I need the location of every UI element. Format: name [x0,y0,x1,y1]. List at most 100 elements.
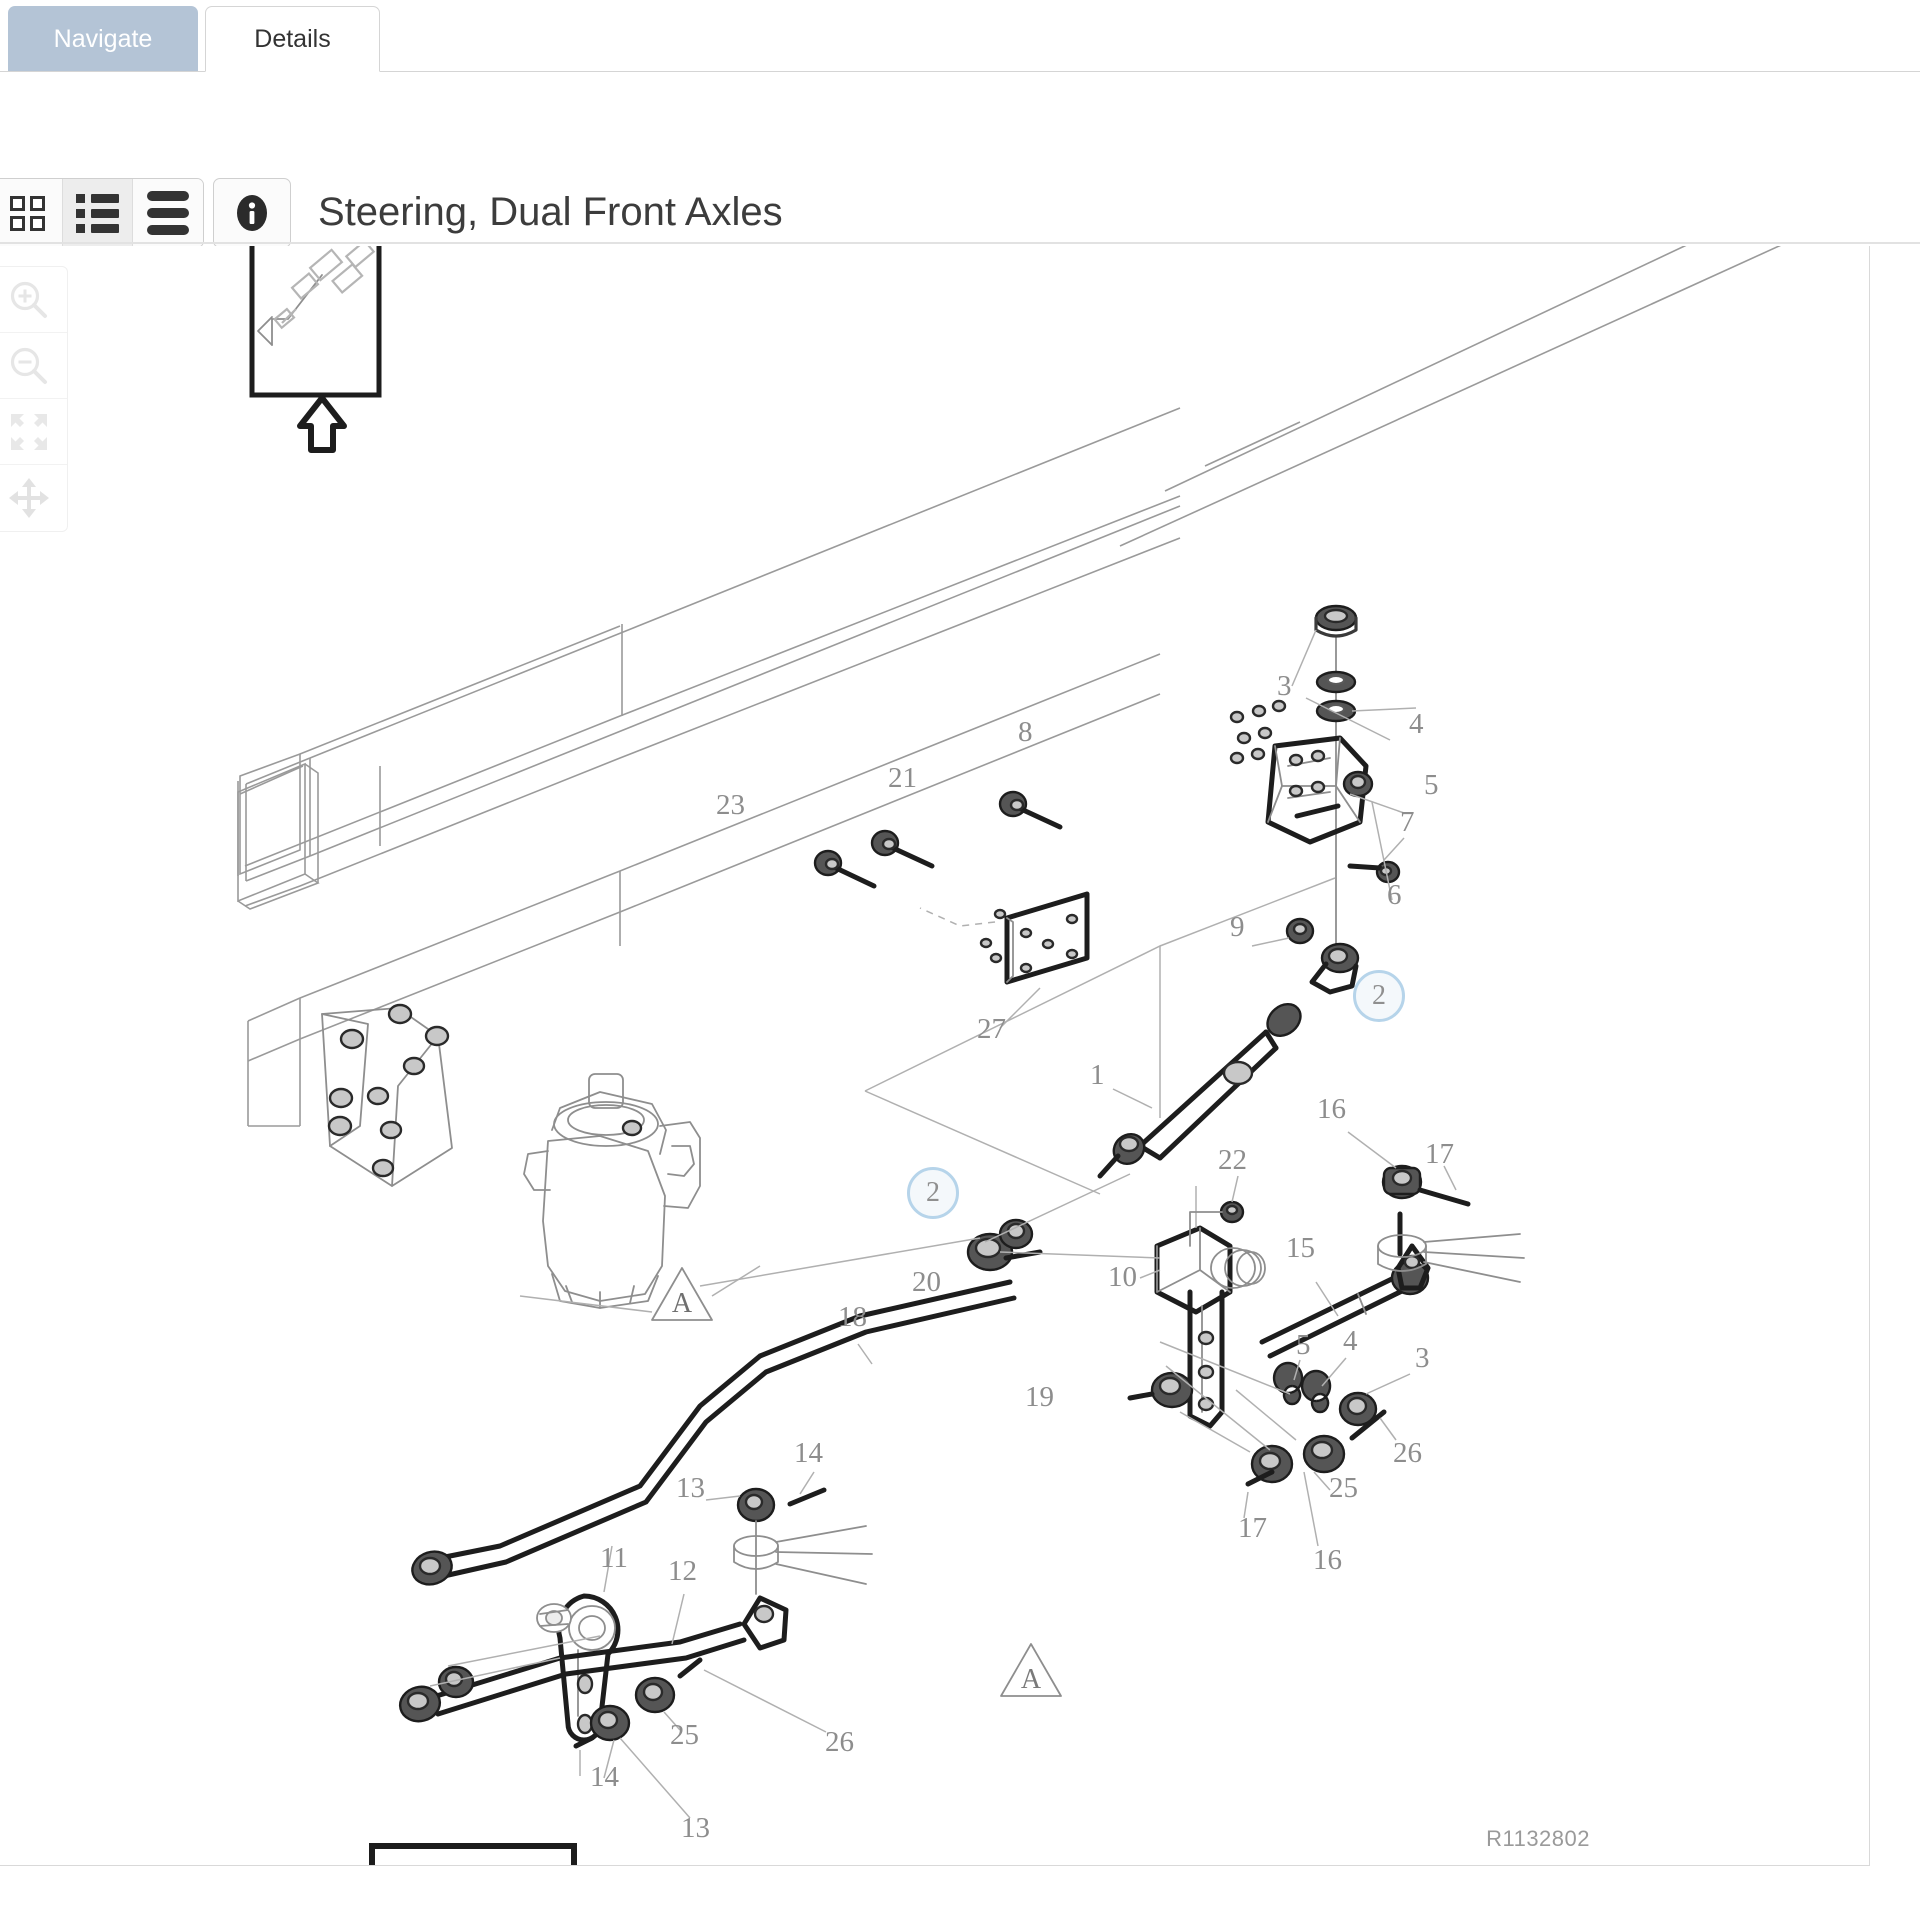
section-marker-a-lower: A [1000,1643,1062,1697]
callout-4-mid: 4 [1343,1325,1358,1357]
hardware-cluster-lower-right [1179,1389,1397,1547]
bubble-callout-2-lower[interactable]: 2 [907,1167,959,1219]
callout-20: 20 [912,1266,941,1298]
callout-21: 21 [888,762,917,794]
hardware-cluster-right [1272,1357,1411,1427]
zoom-out-button[interactable] [0,333,67,399]
detail-view-button[interactable] [133,179,203,247]
washer-4 [1315,670,1357,694]
callout-19: 19 [1025,1381,1054,1413]
bolt-7 [1347,860,1401,884]
callout-17-low: 17 [1238,1512,1267,1544]
tab-details[interactable]: Details [205,6,380,72]
exploded-guide-lines [699,877,1336,1451]
grid-icon [10,195,45,231]
idler-arm-10 [1127,1186,1266,1429]
chassis-lines [247,653,1161,1127]
ball-joint-left [966,1218,1043,1272]
frame-rails [237,246,1782,907]
callout-6: 6 [1387,879,1402,911]
callout-14-low: 14 [590,1761,619,1793]
callout-16-top: 16 [1317,1093,1346,1125]
callout-23: 23 [716,789,745,821]
callout-5-top: 5 [1424,769,1439,801]
orientation-inset [249,246,382,453]
pan-icon [9,478,49,518]
kit-box-inset [369,1843,577,1865]
svg-text:A: A [1021,1664,1042,1695]
callout-27: 27 [977,1013,1006,1045]
callout-1: 1 [1090,1059,1105,1091]
callout-10: 10 [1108,1261,1137,1293]
info-button[interactable] [213,178,291,248]
page-title: Steering, Dual Front Axles [318,190,783,234]
bolt-21 [870,829,935,869]
list-view-button[interactable] [63,179,133,247]
knuckle-right [1347,1131,1525,1283]
svg-text:A: A [672,1288,693,1319]
callout-17-top: 17 [1425,1138,1454,1170]
callout-9: 9 [1230,911,1245,943]
tab-details-label: Details [254,24,331,53]
section-marker-a-left: A [519,1265,761,1321]
gearbox-mounting-bracket [321,1003,453,1187]
header-toolbar: Steering, Dual Front Axles [0,72,1920,248]
pitman-arm-assembly [398,1471,873,1819]
bolt-8 [998,790,1063,830]
zoom-in-button[interactable] [0,267,67,333]
tab-navigate[interactable]: Navigate [8,6,198,72]
drag-link-1 [1097,1003,1302,1179]
bubble-upper-label: 2 [1372,980,1386,1011]
callout-18: 18 [838,1301,867,1333]
tab-navigate-label: Navigate [53,24,153,53]
cross-tube-18 [411,1279,1017,1586]
frame-beam [237,762,320,910]
washer-5 [1315,699,1357,723]
bracket-6 [1265,735,1374,845]
callout-26-left: 26 [825,1726,854,1758]
pan-button[interactable] [0,465,67,531]
list-icon [76,193,119,233]
callout-11: 11 [600,1542,628,1574]
zoom-in-icon [10,281,47,318]
callout-8: 8 [1018,716,1033,748]
mounting-plate-27 [919,891,1090,1029]
callout-25-right: 25 [1329,1472,1358,1504]
callout-12: 12 [668,1555,697,1587]
illustration-svg: .ln { fill:none; stroke:#9a9a9a; stroke-… [237,246,1782,1865]
fit-to-screen-icon [11,413,47,450]
bracket-holes [1229,699,1287,765]
nut-3 [1314,604,1358,638]
callout-3-top: 3 [1277,670,1292,702]
bolt-23 [813,849,877,889]
viewer-tool-rail [0,266,68,532]
upper-ball-joint [1309,942,1360,995]
callout-15: 15 [1286,1232,1315,1264]
view-mode-button-group [0,178,204,248]
callout-4-top: 4 [1409,708,1424,740]
bolt-22 [1189,1175,1245,1247]
fit-to-screen-button[interactable] [0,399,67,465]
steering-gear-box [523,1073,701,1309]
callout-3-mid: 3 [1415,1342,1430,1374]
upper-bracket-assembly [1229,604,1417,995]
bubble-callout-2-upper[interactable]: 2 [1353,970,1405,1022]
callout-22: 22 [1218,1144,1247,1176]
callout-14-top: 14 [794,1437,823,1469]
callout-16-low: 16 [1313,1544,1342,1576]
callout-13-low: 13 [681,1812,710,1844]
lines-icon [147,191,189,235]
callout-25-left: 25 [670,1719,699,1751]
inset-up-arrow [297,395,347,453]
bubble-lower-label: 2 [926,1177,940,1208]
zoom-out-icon [10,347,47,384]
diagram-viewport[interactable]: .ln { fill:none; stroke:#9a9a9a; stroke-… [0,246,1870,1866]
grid-view-button[interactable] [0,179,63,247]
chassis-rail-left [245,407,1181,882]
info-icon [237,195,267,231]
callout-5-mid: 5 [1296,1329,1311,1361]
callout-13-top: 13 [676,1472,705,1504]
exploded-parts-illustration[interactable]: .ln { fill:none; stroke:#9a9a9a; stroke-… [0,246,1869,1865]
callout-26-right: 26 [1393,1437,1422,1469]
